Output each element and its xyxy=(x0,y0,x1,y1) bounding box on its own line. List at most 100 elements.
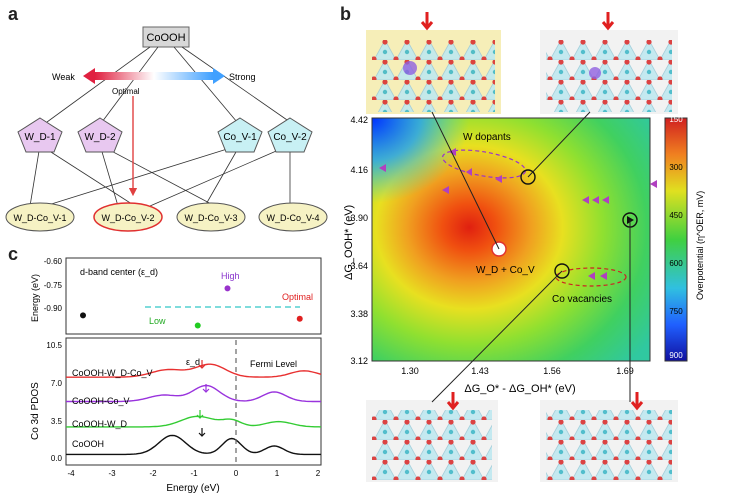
ellipse-wdcov1-label: W_D-Co_V-1 xyxy=(13,213,66,223)
connector-lines xyxy=(431,111,631,403)
panel-c-bottom: Fermi Level ε_d CoOOH-W_D-Co_V CoOOH-Co_… xyxy=(30,337,322,494)
pdos-series-0 xyxy=(66,363,322,378)
xtick-1: -3 xyxy=(108,469,116,478)
heatmap-frame xyxy=(371,117,651,362)
pdos-ytick-1: 7.0 xyxy=(51,379,63,388)
hm-xtick-3: 1.69 xyxy=(616,366,634,376)
pdos-series-2 xyxy=(66,415,322,428)
root-node xyxy=(142,26,190,48)
panel-c-top: d-band center (ε_d) High Low Optimal -0.… xyxy=(30,257,322,335)
strong-label: Strong xyxy=(229,72,256,82)
dband-label: d-band center (ε_d) xyxy=(80,267,158,277)
curve-label-3: CoOOH xyxy=(72,439,104,449)
xtick-6: 2 xyxy=(316,469,321,478)
curve-label-2: CoOOH-W_D xyxy=(72,419,128,429)
ellipse-wdcov4-label: W_D-Co_V-4 xyxy=(266,213,319,223)
structure-bottom-right xyxy=(540,392,678,482)
panel-label-b: b xyxy=(340,4,351,24)
dband-yticks: -0.60 -0.75 -0.90 xyxy=(44,257,63,313)
hm-ytick-2: 3.90 xyxy=(350,213,368,223)
ellipse-wdcov3 xyxy=(176,202,246,232)
wd-cov-label: W_D + Co_V xyxy=(476,265,535,276)
ellipse-wdcov4 xyxy=(258,202,328,232)
strong-arrowhead xyxy=(213,68,225,84)
heatmap-xticks: 1.30 1.43 1.56 1.69 xyxy=(401,366,634,376)
pentagon-cov1-label: Co_V-1 xyxy=(223,132,257,143)
xtick-3: -1 xyxy=(190,469,198,478)
ellipse-wdcov2-label: W_D-Co_V-2 xyxy=(101,213,154,223)
pentagon-cov1 xyxy=(217,117,263,153)
hm-ytick-1: 4.16 xyxy=(350,165,368,175)
dband-ylabel: Energy (eV) xyxy=(30,274,40,322)
pentagon-wd1 xyxy=(17,117,63,153)
panel-b: W dopants Co vacancies W_D + Co_V 4.42 4… xyxy=(343,12,705,482)
xtick-2: -2 xyxy=(149,469,157,478)
dband-frame xyxy=(65,257,322,335)
pdos-ytick-3: 0.0 xyxy=(51,454,63,463)
xtick-4: 0 xyxy=(234,469,239,478)
curve-label-1: CoOOH-Co_V xyxy=(72,396,130,406)
pentagon-cov2-label: Co_V-2 xyxy=(273,132,307,143)
optimal-label: Optimal xyxy=(112,87,140,96)
hm-xtick-0: 1.30 xyxy=(401,366,419,376)
ytick-top-1: -0.75 xyxy=(44,281,63,290)
dband-point-2 xyxy=(224,285,231,292)
structure-bottom-left xyxy=(366,392,498,482)
pdos-curves xyxy=(66,363,322,456)
fermi-label: Fermi Level xyxy=(250,359,297,369)
ed-markers xyxy=(196,360,210,437)
hm-ytick-4: 3.38 xyxy=(350,309,368,319)
ed-label: ε_d xyxy=(186,357,200,367)
curve-label-0: CoOOH-W_D-Co_V xyxy=(72,368,153,378)
heatmap-yticks: 4.42 4.16 3.90 3.64 3.38 3.12 xyxy=(350,115,368,366)
hm-ytick-3: 3.64 xyxy=(350,261,368,271)
heatmap-ylabel: ΔG_OOH* (eV) xyxy=(343,205,355,280)
pentagon-cov2 xyxy=(267,117,313,153)
cbar-tick-3: 600 xyxy=(669,259,683,268)
pdos-ylabel: Co 3d PDOS xyxy=(30,382,41,440)
w-dopants-label: W dopants xyxy=(463,132,511,143)
heatmap xyxy=(372,118,650,361)
hm-ytick-5: 3.12 xyxy=(350,356,368,366)
root-node-label: CoOOH xyxy=(146,32,185,44)
ellipse-wdcov2 xyxy=(93,202,163,232)
panel-label-c: c xyxy=(8,244,19,264)
structure-top-left xyxy=(366,12,501,114)
binding-strength-arrow xyxy=(95,72,213,80)
tree-edges xyxy=(29,46,291,207)
xtick-5: 1 xyxy=(275,469,280,478)
high-label: High xyxy=(221,271,240,281)
dband-point-0 xyxy=(80,312,86,319)
heatmap-xlabel: ΔG_O* - ΔG_OH* (eV) xyxy=(464,383,575,395)
hm-ytick-0: 4.42 xyxy=(350,115,368,125)
ellipse-wdcov3-label: W_D-Co_V-3 xyxy=(184,213,237,223)
pentagon-wd2-label: W_D-2 xyxy=(84,132,116,143)
weak-label: Weak xyxy=(52,72,75,82)
weak-arrowhead xyxy=(83,68,95,84)
dband-points xyxy=(80,285,303,329)
colorbar-ticks: 150 300 450 600 750 900 xyxy=(669,115,683,360)
hm-xtick-2: 1.56 xyxy=(543,366,561,376)
structure-top-right xyxy=(540,12,678,114)
pdos-ytick-0: 10.5 xyxy=(46,341,62,350)
pdos-ytick-2: 3.5 xyxy=(51,417,63,426)
pentagon-wd1-label: W_D-1 xyxy=(24,132,56,143)
cbar-tick-4: 750 xyxy=(669,307,683,316)
panel-a: CoOOH Weak Strong Optimal xyxy=(5,26,328,232)
ytick-top-0: -0.60 xyxy=(44,257,63,266)
colorbar-label: Overpotential (η^OER, mV) xyxy=(695,191,705,300)
optimal-point-label: Optimal xyxy=(282,292,313,302)
cbar-tick-1: 300 xyxy=(669,163,683,172)
pdos-xlabel: Energy (eV) xyxy=(166,483,219,494)
xtick-0: -4 xyxy=(67,469,75,478)
low-label: Low xyxy=(149,316,166,326)
pdos-series-1 xyxy=(66,384,321,403)
colorbar xyxy=(664,117,688,362)
cbar-tick-0: 150 xyxy=(669,115,683,124)
dband-point-1 xyxy=(194,322,201,329)
pdos-xticks: -4 -3 -2 -1 0 1 2 xyxy=(67,469,320,478)
pdos-series-3 xyxy=(66,434,321,456)
pentagon-wd2 xyxy=(77,117,123,153)
cbar-tick-2: 450 xyxy=(669,211,683,220)
